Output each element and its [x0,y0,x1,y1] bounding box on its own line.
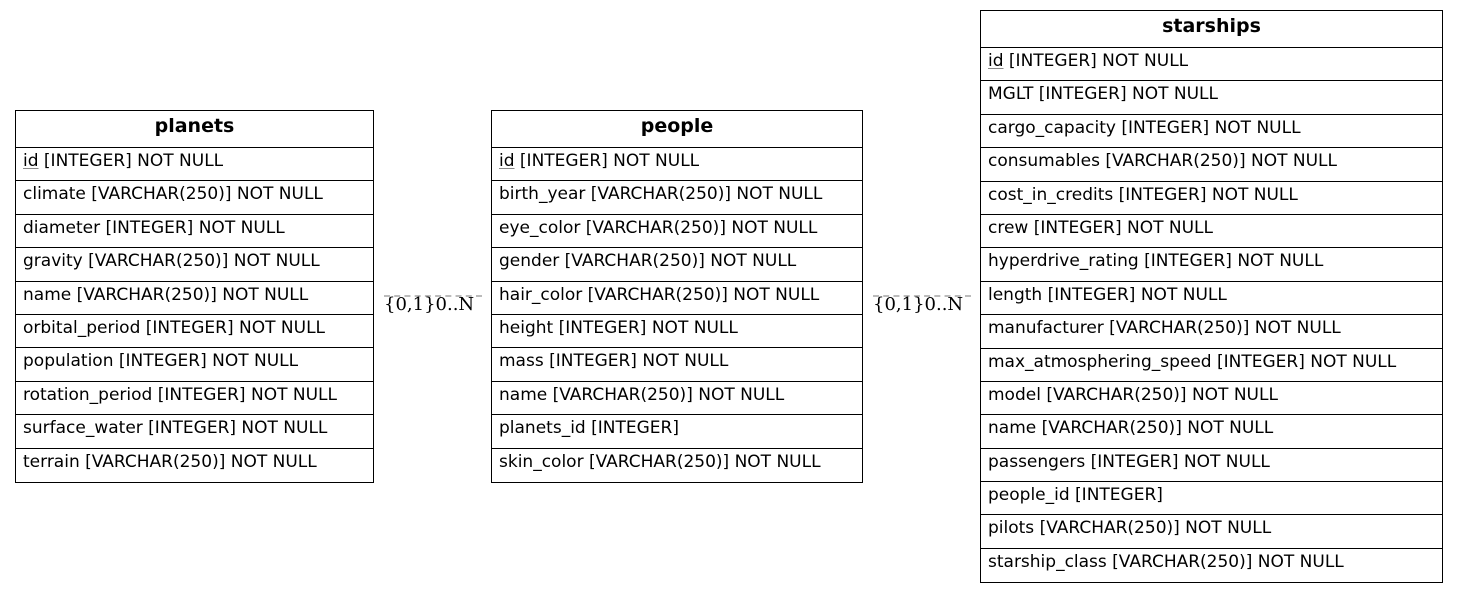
entity-title-planets: planets [16,111,373,148]
entity-row: hair_color [VARCHAR(250)] NOT NULL [492,282,862,315]
entity-row: skin_color [VARCHAR(250)] NOT NULL [499,451,821,472]
relation-line [873,295,971,297]
relation-cardinality-label: {0,1}0..N [384,294,475,315]
entity-row: people_id [INTEGER] [981,482,1442,516]
primary-key-name: id [499,151,515,171]
entity-row: gender [VARCHAR(250)] NOT NULL [492,248,862,282]
entity-row-planets-id: id [INTEGER] NOT NULL [16,148,373,182]
entity-row: length [INTEGER] NOT NULL [981,282,1442,316]
entity-row: name [VARCHAR(250)] NOT NULL [16,282,373,315]
entity-row: orbital_period [INTEGER] NOT NULL [16,315,373,349]
entity-starships[interactable]: starships id [INTEGER] NOT NULL MGLT [IN… [980,10,1443,584]
primary-key-type: [INTEGER] NOT NULL [38,151,224,171]
entity-row: cargo_capacity [INTEGER] NOT NULL [981,115,1442,149]
relation-planets-people: {0,1}0..N [384,294,482,315]
entity-row: starship_class [VARCHAR(250)] NOT NULL [988,551,1344,572]
entity-title-starships: starships [981,11,1442,48]
entity-row: surface_water [INTEGER] NOT NULL [16,415,373,449]
entity-row: mass [INTEGER] NOT NULL [492,348,862,382]
entity-row: diameter [INTEGER] NOT NULL [16,215,373,249]
entity-row: model [VARCHAR(250)] NOT NULL [981,382,1442,416]
entity-row: climate [VARCHAR(250)] NOT NULL [16,181,373,215]
entity-row: birth_year [VARCHAR(250)] NOT NULL [492,181,862,215]
entity-row: MGLT [INTEGER] NOT NULL [981,81,1442,115]
entity-row: consumables [VARCHAR(250)] NOT NULL [981,148,1442,182]
primary-key-type: [INTEGER] NOT NULL [1003,51,1189,71]
entity-row: manufacturer [VARCHAR(250)] NOT NULL [981,315,1442,349]
entity-row: passengers [INTEGER] NOT NULL [981,449,1442,483]
relation-people-starships: {0,1}0..N [873,294,971,315]
entity-row-people-id: id [INTEGER] NOT NULL [492,148,862,182]
entity-title-people: people [492,111,862,148]
entity-row: pilots [VARCHAR(250)] NOT NULL [981,515,1442,549]
entity-row: terrain [VARCHAR(250)] NOT NULL [23,451,317,472]
entity-planets[interactable]: planets id [INTEGER] NOT NULL climate [V… [15,110,374,483]
primary-key-type: [INTEGER] NOT NULL [514,151,700,171]
entity-people[interactable]: people id [INTEGER] NOT NULL birth_year … [491,110,863,483]
entity-row: gravity [VARCHAR(250)] NOT NULL [16,248,373,282]
entity-row: population [INTEGER] NOT NULL [16,348,373,382]
entity-row: height [INTEGER] NOT NULL [492,315,862,349]
entity-row: max_atmosphering_speed [INTEGER] NOT NUL… [981,349,1442,382]
primary-key-name: id [23,151,39,171]
primary-key-name: id [988,51,1004,71]
entity-row: cost_in_credits [INTEGER] NOT NULL [981,182,1442,215]
relation-line [384,295,482,297]
entity-row: name [VARCHAR(250)] NOT NULL [492,382,862,416]
entity-row: planets_id [INTEGER] [492,415,862,449]
entity-row: name [VARCHAR(250)] NOT NULL [981,415,1442,449]
relation-cardinality-label: {0,1}0..N [873,294,964,315]
entity-row-starships-id: id [INTEGER] NOT NULL [981,48,1442,82]
entity-row: hyperdrive_rating [INTEGER] NOT NULL [981,248,1442,282]
entity-row: crew [INTEGER] NOT NULL [981,215,1442,249]
entity-row: eye_color [VARCHAR(250)] NOT NULL [492,215,862,249]
entity-row: rotation_period [INTEGER] NOT NULL [16,382,373,416]
